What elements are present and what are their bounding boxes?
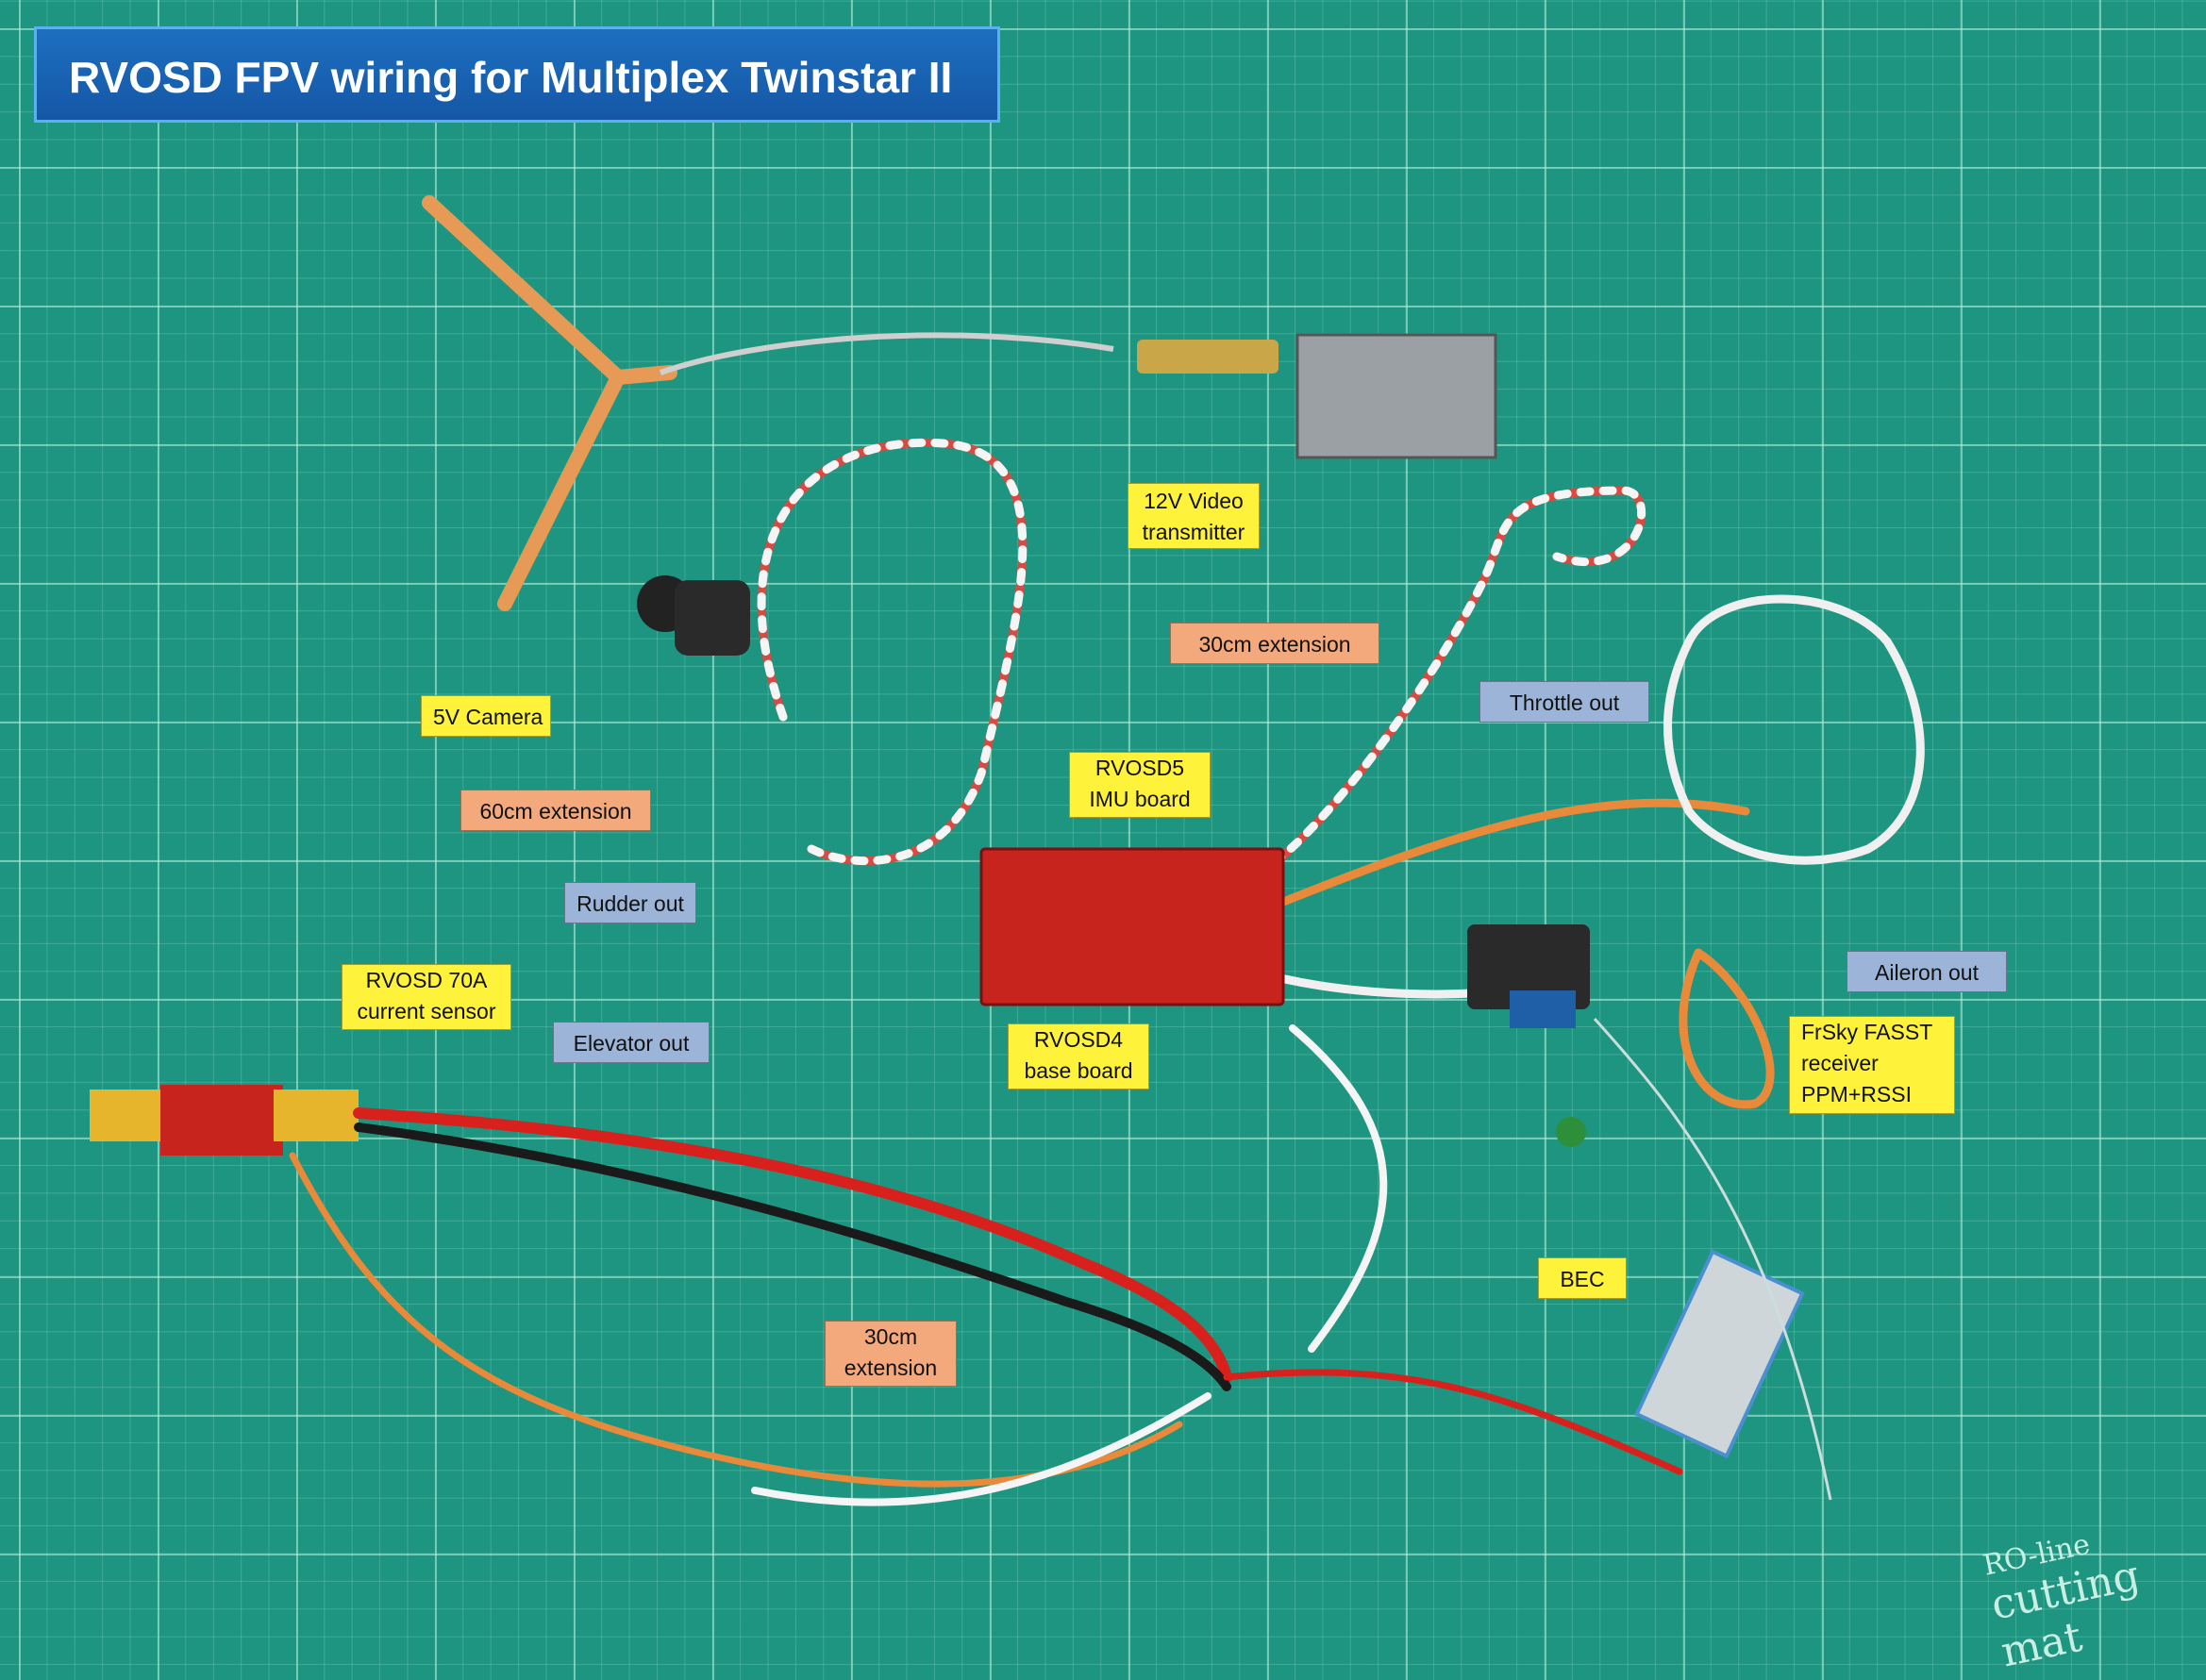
label-elevator-out: Elevator out [553, 1022, 710, 1063]
label-rudder-out: Rudder out [564, 882, 696, 923]
extension-wires [757, 438, 1925, 1109]
sma-adapter [1137, 340, 1278, 374]
page-title: RVOSD FPV wiring for Multiplex Twinstar … [34, 26, 1000, 123]
power-wires [289, 1024, 1683, 1506]
label-imu-board: RVOSD5 IMU board [1069, 752, 1211, 818]
label-bec: BEC [1538, 1257, 1627, 1299]
osd-board [979, 847, 1285, 1006]
ferrite-ring [1556, 1117, 1586, 1147]
label-receiver: FrSky FASST receiver PPM+RSSI [1789, 1016, 1955, 1114]
label-30cm-extension-top: 30cm extension [1170, 623, 1379, 664]
label-throttle-out: Throttle out [1479, 681, 1649, 723]
receiver-antennas [1593, 1017, 1832, 1501]
video-transmitter-body [1295, 333, 1497, 459]
label-30cm-extension-bottom: 30cm extension [825, 1321, 957, 1387]
camera [637, 575, 750, 656]
antenna [422, 195, 677, 611]
antenna-coax [660, 332, 1114, 375]
label-60cm-extension: 60cm extension [460, 790, 651, 831]
current-sensor [90, 1085, 359, 1156]
label-current-sensor: RVOSD 70A current sensor [342, 964, 511, 1030]
bec-body [1634, 1249, 1805, 1459]
label-camera: 5V Camera [421, 695, 551, 737]
label-base-board: RVOSD4 base board [1008, 1023, 1149, 1090]
label-video-transmitter: 12V Video transmitter [1128, 483, 1260, 549]
label-aileron-out: Aileron out [1847, 951, 2007, 992]
receiver-body [1467, 924, 1590, 1009]
